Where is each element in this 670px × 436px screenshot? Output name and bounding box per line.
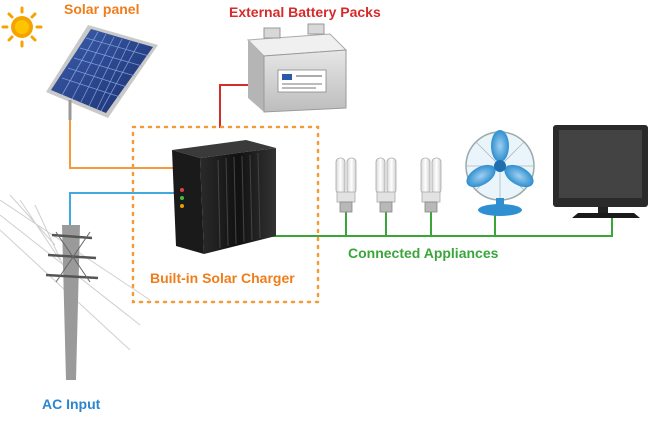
appliance-wire — [270, 215, 613, 237]
battery-wire — [219, 84, 250, 128]
charger-label: Built-in Solar Charger — [150, 270, 295, 286]
tv-icon — [553, 125, 648, 218]
fan-icon — [465, 130, 535, 216]
charger-boundary — [131, 125, 320, 304]
bulb-icon — [335, 157, 357, 213]
bulb-icon — [420, 157, 442, 213]
battery-label: External Battery Packs — [229, 4, 381, 20]
bulb-icon — [375, 157, 397, 213]
battery-icon — [246, 23, 348, 113]
ac-input-label: AC Input — [42, 396, 101, 412]
inverter-icon — [172, 140, 276, 254]
solar-panel-icon — [46, 25, 158, 120]
ac-wire — [69, 192, 190, 225]
power-pylon-icon — [0, 194, 151, 380]
solar-panel-label: Solar panel — [64, 1, 140, 17]
solar-wire — [69, 120, 190, 169]
appliances-label: Connected Appliances — [348, 245, 499, 261]
sun-icon — [1, 6, 43, 48]
